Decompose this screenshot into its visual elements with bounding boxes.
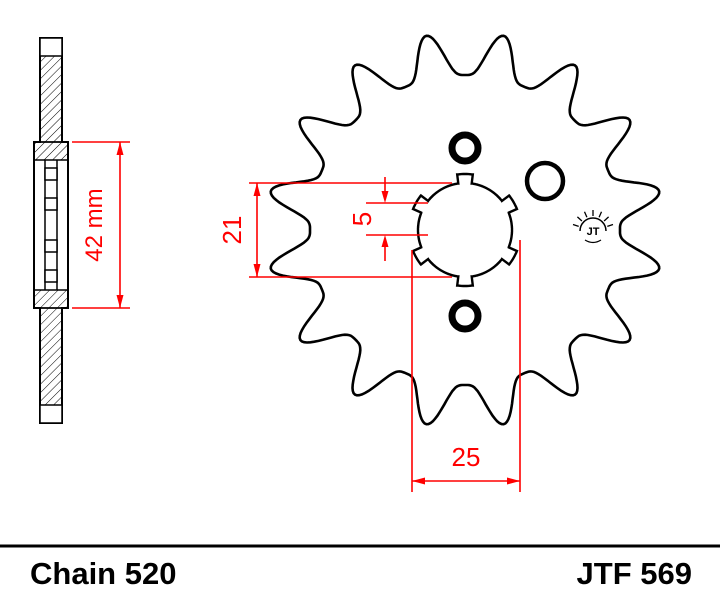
dim25-label: 25: [452, 442, 481, 472]
hub-hatch-bottom: [33, 289, 69, 309]
spline-bore: [411, 172, 519, 288]
dim42-label: 42 mm: [81, 188, 108, 261]
spline-section-3: [44, 239, 58, 253]
dim5-label: 5: [347, 212, 377, 226]
logo-sunrise-arc: [579, 217, 607, 232]
dimension-21: 21: [217, 182, 452, 278]
jt-logo: JT: [572, 210, 614, 244]
logo-underline-arc: [584, 239, 602, 244]
spline-section-2: [44, 197, 58, 211]
logo-ray: [607, 223, 614, 228]
hub-hatch-top: [33, 141, 69, 161]
bolt-hole-bottom: [448, 299, 482, 333]
dimension-42: 42 mm: [72, 141, 130, 309]
shaft-side-view: [33, 37, 69, 424]
logo-ray: [576, 216, 583, 222]
dimension-5: 5: [347, 177, 428, 261]
footer: Chain 520 JTF 569: [0, 544, 720, 591]
part-number-label: JTF 569: [577, 556, 692, 591]
logo-ray: [603, 216, 610, 222]
dim42-arrow-top: [116, 142, 124, 155]
dim5-arrow-bottom: [381, 235, 389, 247]
dim42-arrow-bottom: [116, 295, 124, 308]
logo-ray: [572, 223, 579, 228]
chain-label: Chain 520: [30, 556, 176, 591]
bolt-hole-top: [448, 131, 482, 165]
lightening-hole: [524, 160, 566, 202]
spline-section-4: [44, 269, 58, 283]
logo-text: JT: [587, 226, 600, 238]
dim25-arrow-left: [412, 477, 425, 485]
shaft-cap-top: [39, 37, 63, 57]
dimension-25: 25: [411, 240, 521, 492]
dim21-arrow-bottom: [253, 264, 261, 277]
logo-ray: [583, 211, 588, 218]
shaft-cap-bottom: [39, 404, 63, 424]
sprocket-front-view: JT: [269, 34, 661, 426]
logo-ray: [598, 211, 603, 218]
spline-section-1: [44, 167, 58, 181]
logo-rays: [572, 210, 614, 228]
dim5-arrow-top: [381, 191, 389, 203]
dim25-arrow-right: [507, 477, 520, 485]
dim21-label: 21: [217, 216, 247, 245]
dim21-arrow-top: [253, 183, 261, 196]
